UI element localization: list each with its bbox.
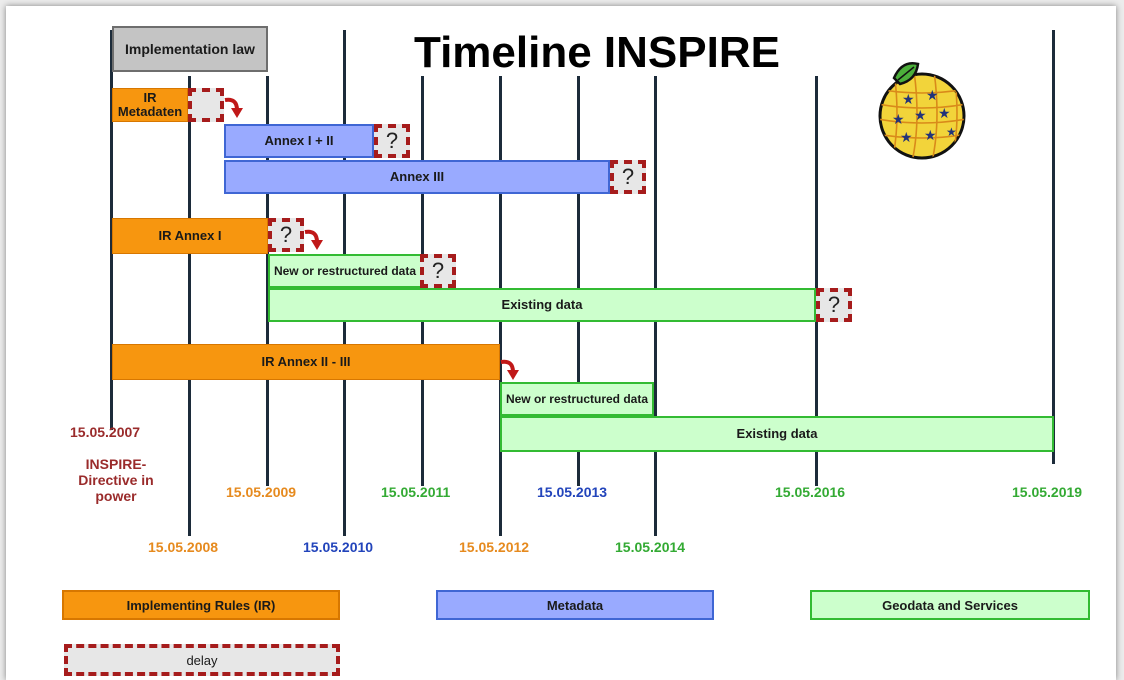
existing-data-bar-2: Existing data xyxy=(500,416,1054,452)
date-2007: 15.05.2007 xyxy=(70,424,141,440)
svg-text:★: ★ xyxy=(914,107,927,123)
legend-metadata: Metadata xyxy=(436,590,714,620)
legend-implementing-rules: Implementing Rules (IR) xyxy=(62,590,340,620)
inspire-logo-icon: ★★ ★★ ★★ ★★ xyxy=(878,62,966,160)
date-2011: 15.05.2011 xyxy=(381,484,451,500)
timeline-line-2009 xyxy=(266,76,269,486)
page-title: Timeline INSPIRE xyxy=(414,28,780,77)
delay-question-mark: ? xyxy=(385,128,399,153)
ir-metadaten-bar: IR Metadaten xyxy=(112,88,188,122)
ir-annex-1-bar: IR Annex I xyxy=(112,218,268,254)
legend-delay: delay xyxy=(64,644,340,676)
delay-arrow-icon xyxy=(500,359,519,380)
timeline-line-2019 xyxy=(1052,30,1055,464)
date-2019: 15.05.2019 xyxy=(1012,484,1083,500)
date-2008: 15.05.2008 xyxy=(148,539,219,555)
ir-annex-2-3-bar: IR Annex II - III xyxy=(112,344,500,380)
date-2009: 15.05.2009 xyxy=(226,484,297,500)
implementation-law-bar: Implementation law xyxy=(112,26,268,72)
svg-text:★: ★ xyxy=(926,87,939,103)
svg-text:★: ★ xyxy=(892,111,905,127)
timeline-line-2007 xyxy=(110,30,113,430)
date-2016: 15.05.2016 xyxy=(775,484,846,500)
date-2013: 15.05.2013 xyxy=(537,484,608,500)
annex-1-2-bar: Annex I + II xyxy=(224,124,374,158)
svg-text:★: ★ xyxy=(938,105,951,121)
delay-box-metadaten xyxy=(188,88,224,122)
new-data-bar-1: New or restructured data xyxy=(268,254,422,288)
delay-question-mark: ? xyxy=(827,292,841,317)
svg-text:★: ★ xyxy=(946,125,957,139)
svg-text:★: ★ xyxy=(924,127,937,143)
delay-question-mark: ? xyxy=(279,222,293,247)
timeline-line-2008 xyxy=(188,76,191,536)
delay-question-mark: ? xyxy=(621,164,635,189)
delay-box-annex-3: ? xyxy=(610,160,646,194)
date-2010: 15.05.2010 xyxy=(303,539,374,555)
svg-text:★: ★ xyxy=(900,129,913,145)
directive-label: INSPIRE-Directive in power xyxy=(78,456,154,504)
legend-geodata-services: Geodata and Services xyxy=(810,590,1090,620)
svg-text:★: ★ xyxy=(902,91,915,107)
date-2014: 15.05.2014 xyxy=(615,539,686,555)
slide: Timeline INSPIRE ★★ ★★ ★★ ★★ Implementat… xyxy=(6,6,1116,680)
delay-box-annex-1-2: ? xyxy=(374,124,410,158)
delay-box-ir-annex-1: ? xyxy=(268,218,304,252)
timeline-line-2013 xyxy=(577,76,580,486)
delay-box-existing-data-1: ? xyxy=(816,288,852,322)
delay-question-mark: ? xyxy=(431,258,445,283)
delay-arrow-icon xyxy=(304,229,323,250)
timeline-line-2016 xyxy=(815,76,818,486)
date-2012: 15.05.2012 xyxy=(459,539,530,555)
existing-data-bar-1: Existing data xyxy=(268,288,816,322)
new-data-bar-2: New or restructured data xyxy=(500,382,654,416)
annex-3-bar: Annex III xyxy=(224,160,610,194)
delay-box-new-data-1: ? xyxy=(420,254,456,288)
delay-arrow-icon xyxy=(224,97,243,118)
